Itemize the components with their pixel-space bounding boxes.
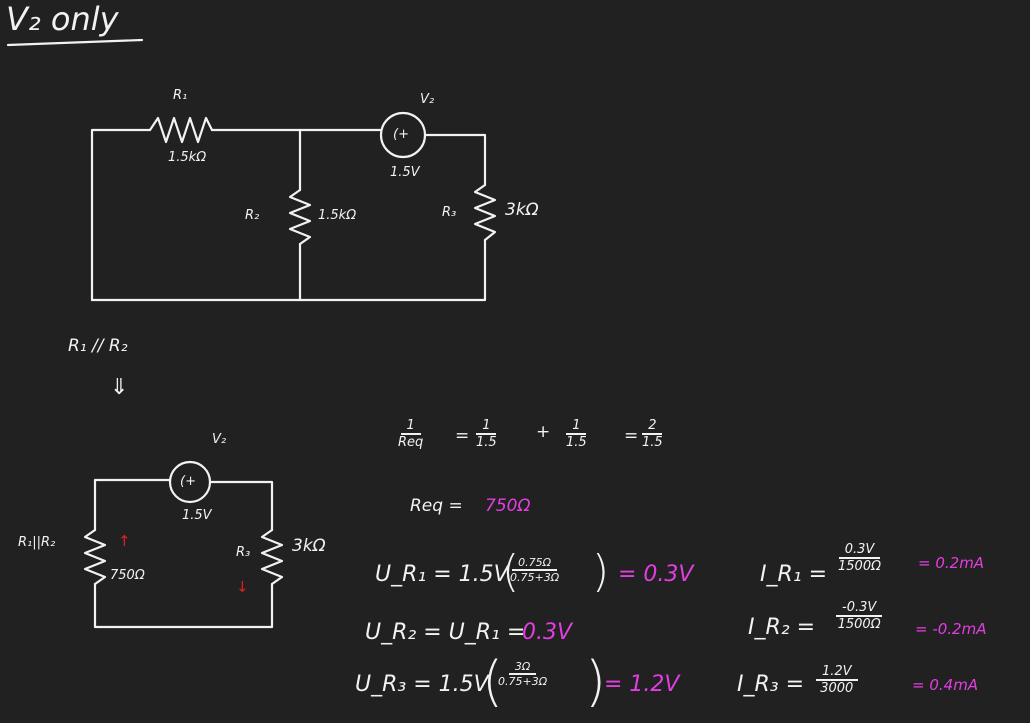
r2-value: 1.5kΩ <box>318 208 357 223</box>
title-underline <box>6 38 144 47</box>
ir2-result: = -0.2mA <box>915 620 987 638</box>
wire <box>93 478 172 532</box>
arrow-down-icon: ⇓ <box>110 375 129 400</box>
vr2-lhs: U_R₂ = U_R₁ = <box>365 620 526 645</box>
req-result-label: Req = <box>410 496 463 516</box>
ir2-lhs: I_R₂ = <box>748 615 816 640</box>
ir3-lhs: I_R₃ = <box>737 672 805 697</box>
current-arrow-down-icon: ↓ <box>236 578 249 596</box>
source-label: V₂ <box>212 432 227 447</box>
r3-value: 3kΩ <box>292 536 326 556</box>
r1-label: R₁ <box>173 88 188 103</box>
ir3-result: = 0.4mA <box>912 676 979 694</box>
denominator: 1.5 <box>566 435 587 450</box>
wire <box>93 582 274 629</box>
vr3-result: = 1.2V <box>604 672 680 697</box>
source-symbol: (+ <box>180 474 196 489</box>
source-symbol: (+ <box>393 127 409 142</box>
numerator: 2 <box>642 418 663 435</box>
denominator: 0.75+3Ω <box>498 675 548 688</box>
r2-label: R₂ <box>245 208 260 223</box>
vr3-lhs: U_R₃ = 1.5V <box>355 672 489 697</box>
r3-value: 3kΩ <box>505 200 539 220</box>
numerator: 1.2V <box>816 664 858 681</box>
r1-value: 1.5kΩ <box>168 150 207 165</box>
ir1-lhs: I_R₁ = <box>760 562 828 587</box>
resistor-r1-icon <box>148 116 214 144</box>
numerator: 3Ω <box>508 660 537 675</box>
vr1-result: = 0.3V <box>618 562 694 587</box>
equals: = <box>455 426 470 446</box>
paren: ) <box>585 650 607 713</box>
paren: ( <box>502 546 520 597</box>
req-label: R₁||R₂ <box>18 535 56 550</box>
numerator: 0.75Ω <box>512 556 558 571</box>
plus: + <box>536 422 551 442</box>
numerator: 1 <box>566 418 587 435</box>
circuit-2 <box>83 460 284 629</box>
numerator: -0.3V <box>836 600 883 617</box>
resistor-r3-icon <box>260 528 284 586</box>
source-value: 1.5V <box>182 508 212 523</box>
resistor-r3-icon <box>473 183 497 242</box>
ir1-result: = 0.2mA <box>918 554 985 572</box>
wire <box>208 480 274 532</box>
denominator: 3000 <box>820 681 854 696</box>
source-value: 1.5V <box>390 165 420 180</box>
paren: ( <box>482 650 504 713</box>
denominator: 1.5 <box>642 435 663 450</box>
denominator: 1.5 <box>476 435 497 450</box>
r3-label: R₃ <box>236 545 251 560</box>
numerator: 1 <box>476 418 497 435</box>
denominator: 1500Ω <box>837 617 881 632</box>
wire <box>90 238 487 302</box>
circuit-1 <box>90 111 497 302</box>
wire <box>423 133 487 187</box>
denominator: 0.75+3Ω <box>510 571 560 584</box>
numerator: 0.3V <box>838 542 881 559</box>
r3-label: R₃ <box>442 205 457 220</box>
equals: = <box>624 426 639 446</box>
step-label: R₁ // R₂ <box>68 336 128 356</box>
req-value: 750Ω <box>110 568 145 583</box>
resistor-r12-icon <box>83 528 107 586</box>
denominator: 1500Ω <box>838 559 882 574</box>
vr1-lhs: U_R₁ = 1.5V <box>375 562 509 587</box>
wire <box>90 128 152 302</box>
paren: ) <box>592 546 610 597</box>
numerator: 1 <box>400 418 421 435</box>
page-title: V₂ only <box>6 0 119 38</box>
denominator: Req <box>398 435 424 450</box>
req-result: 750Ω <box>485 496 531 516</box>
source-label: V₂ <box>420 92 435 107</box>
resistor-r2-icon <box>288 188 312 246</box>
current-arrow-up-icon: ↑ <box>118 532 131 550</box>
vr2-result: 0.3V <box>522 620 573 645</box>
